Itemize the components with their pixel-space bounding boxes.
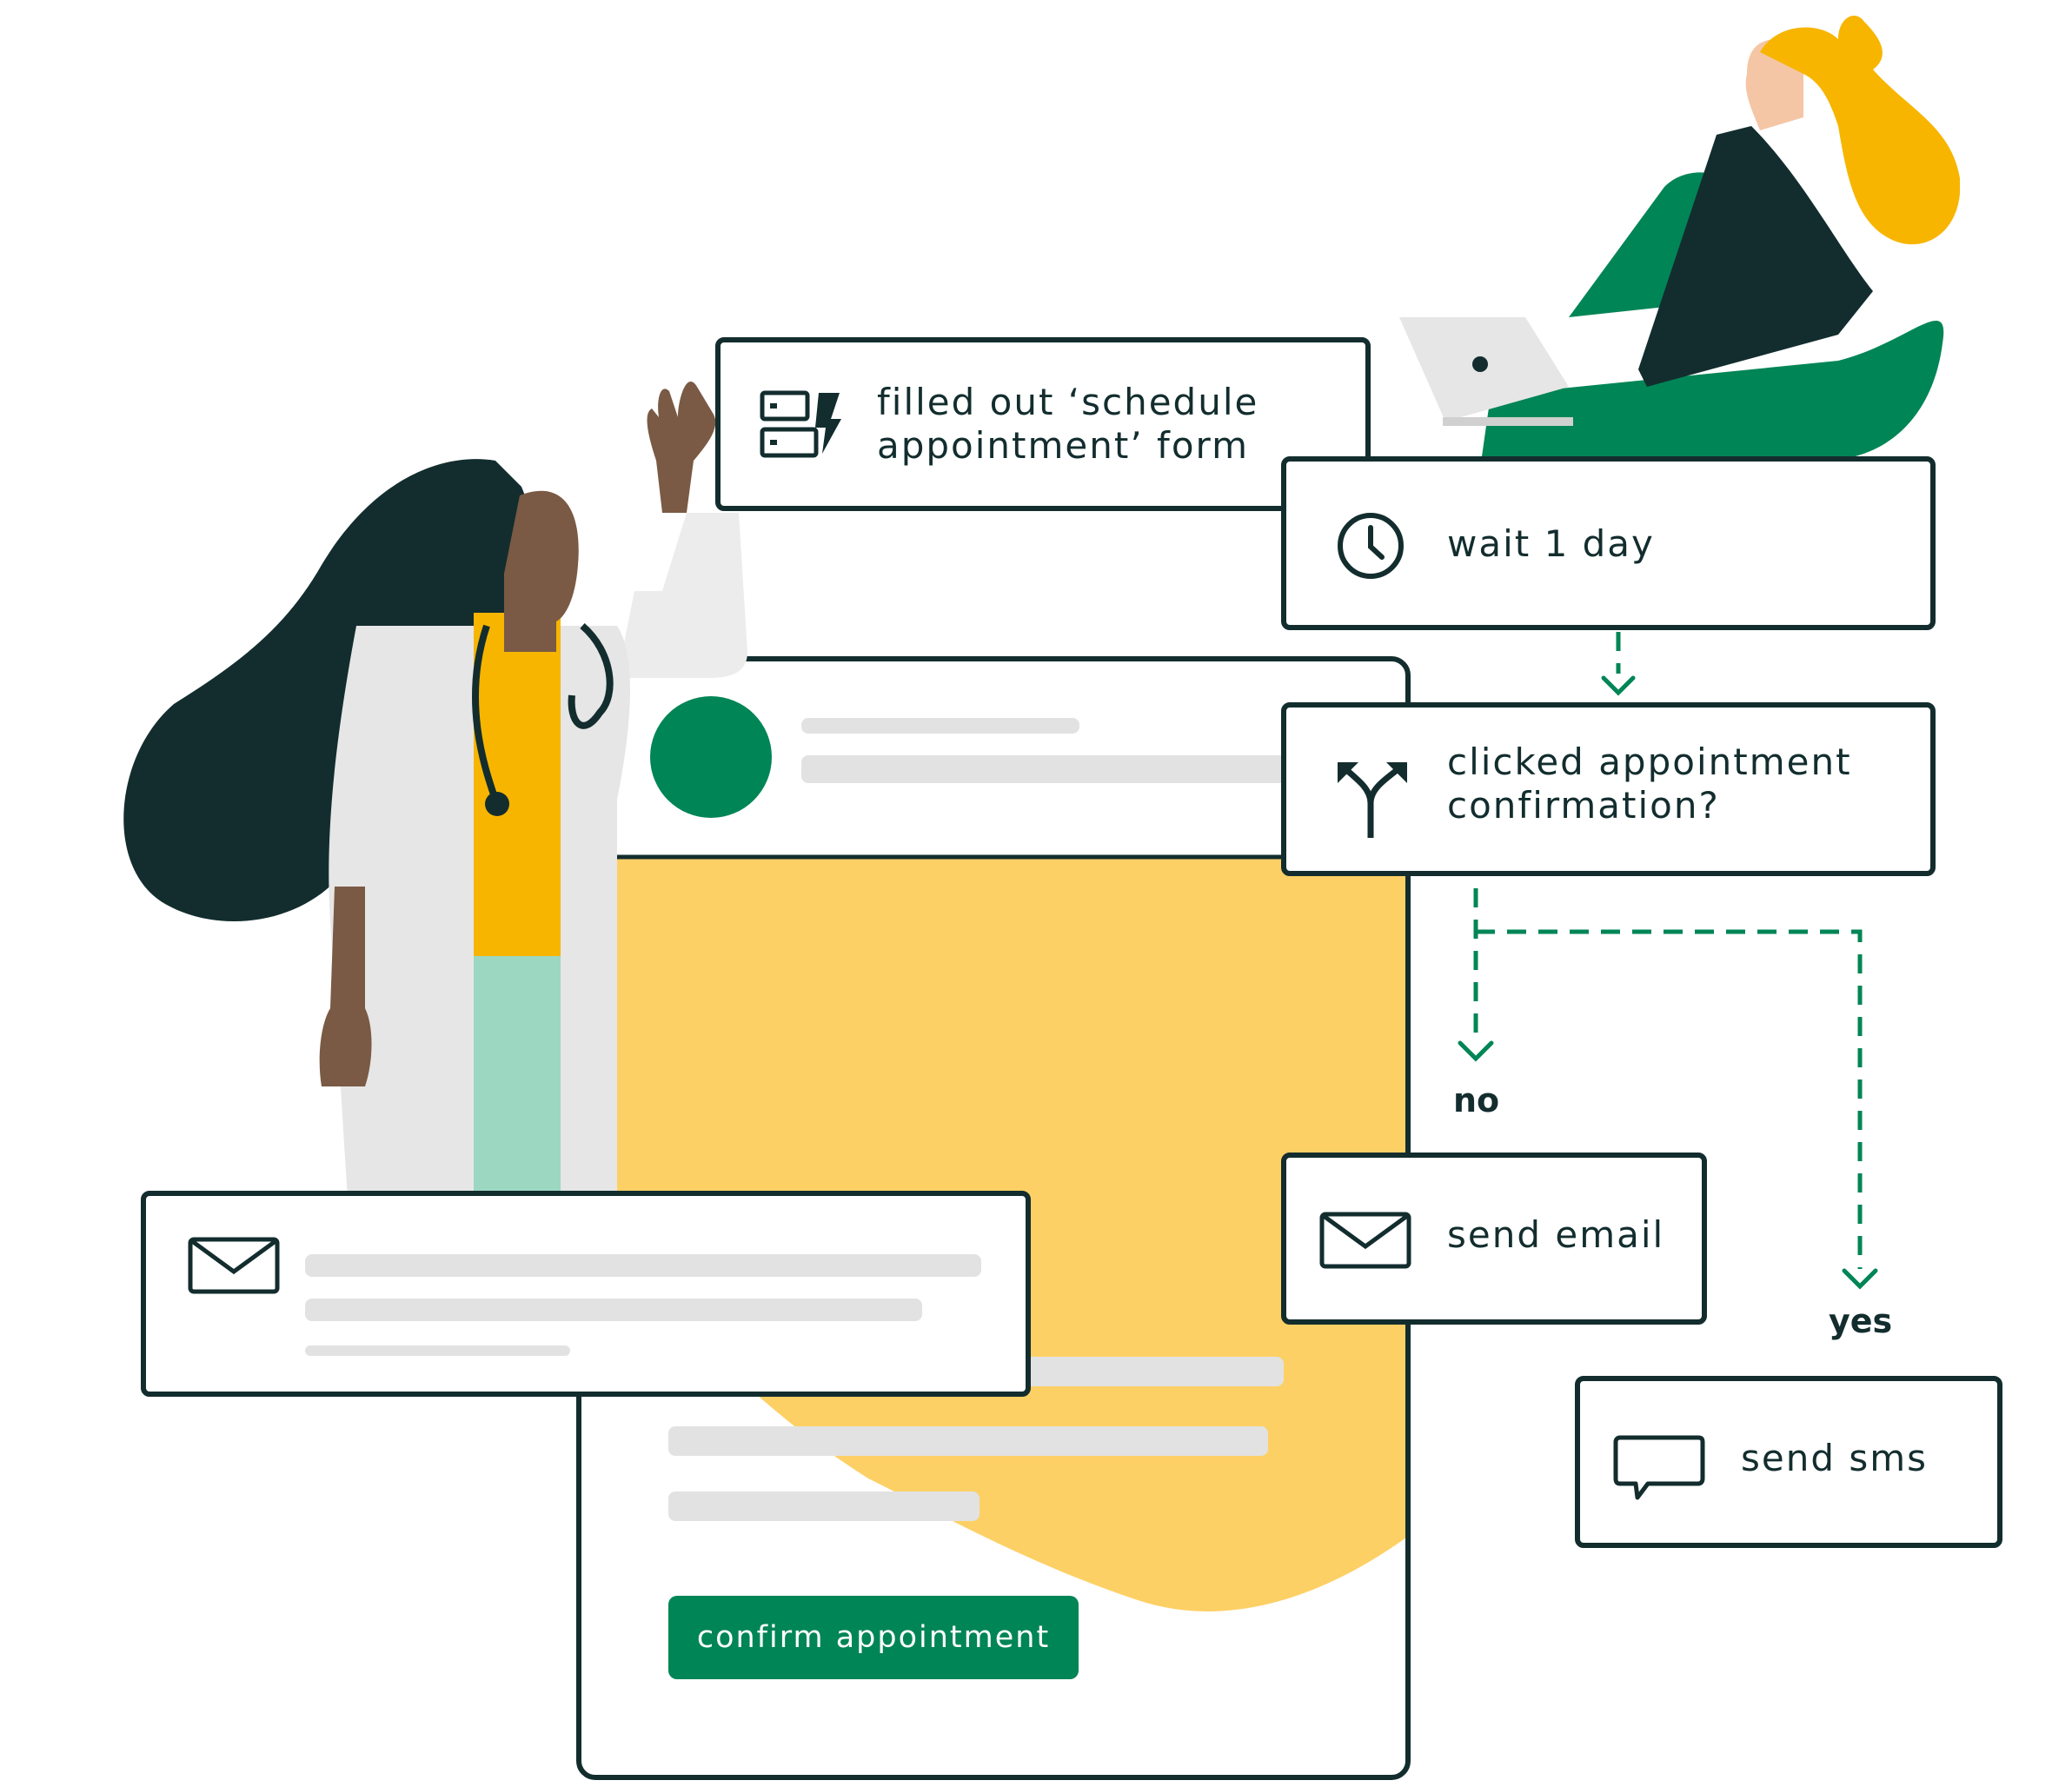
torso <box>1638 126 1873 387</box>
avatar-circle <box>650 696 772 818</box>
woman-laptop-illustration <box>1399 15 1960 461</box>
trigger-node[interactable]: filled out ‘schedule appointment’ form <box>715 337 1371 511</box>
skeleton-line <box>1023 1357 1284 1386</box>
leg-bottom <box>1482 321 1944 461</box>
envelope-icon <box>188 1237 280 1294</box>
clock-icon <box>1338 513 1404 579</box>
condition-label: clicked appointment confirmation? <box>1447 741 1852 827</box>
trigger-label: filled out ‘schedule appointment’ form <box>877 381 1259 467</box>
split-arrows-icon <box>1338 762 1407 838</box>
send-sms-node[interactable]: send sms <box>1575 1376 2002 1548</box>
skeleton-line <box>801 755 1288 783</box>
chat-bubble-icon <box>1613 1435 1705 1500</box>
condition-node[interactable]: clicked appointment confirmation? <box>1281 702 1936 876</box>
skeleton-line <box>305 1345 570 1356</box>
doctor-illustration <box>123 382 747 1199</box>
send-email-node[interactable]: send email <box>1281 1153 1707 1325</box>
send-email-label: send email <box>1447 1213 1665 1256</box>
email-notification-card[interactable] <box>141 1191 1031 1397</box>
form-lightning-icon <box>760 390 841 458</box>
skeleton-line <box>668 1491 980 1521</box>
hand-raised <box>647 382 716 513</box>
face <box>504 490 579 652</box>
skeleton-line <box>305 1254 981 1277</box>
envelope-icon <box>1319 1212 1411 1269</box>
skeleton-line <box>668 1426 1268 1456</box>
branch-no-label: no <box>1453 1081 1500 1119</box>
sleeve-raised <box>617 513 747 678</box>
send-sms-label: send sms <box>1741 1437 1929 1479</box>
confirm-appointment-button[interactable]: confirm appointment <box>668 1596 1079 1679</box>
skeleton-line <box>305 1299 922 1321</box>
hand-lowered <box>319 887 372 1086</box>
hair-shape <box>1760 15 1960 245</box>
pants <box>474 956 561 1199</box>
hair-shape <box>123 459 532 921</box>
wait-node[interactable]: wait 1 day <box>1281 456 1936 630</box>
branch-yes-label: yes <box>1829 1302 1893 1340</box>
skeleton-line <box>801 718 1079 734</box>
wait-label: wait 1 day <box>1447 522 1655 565</box>
